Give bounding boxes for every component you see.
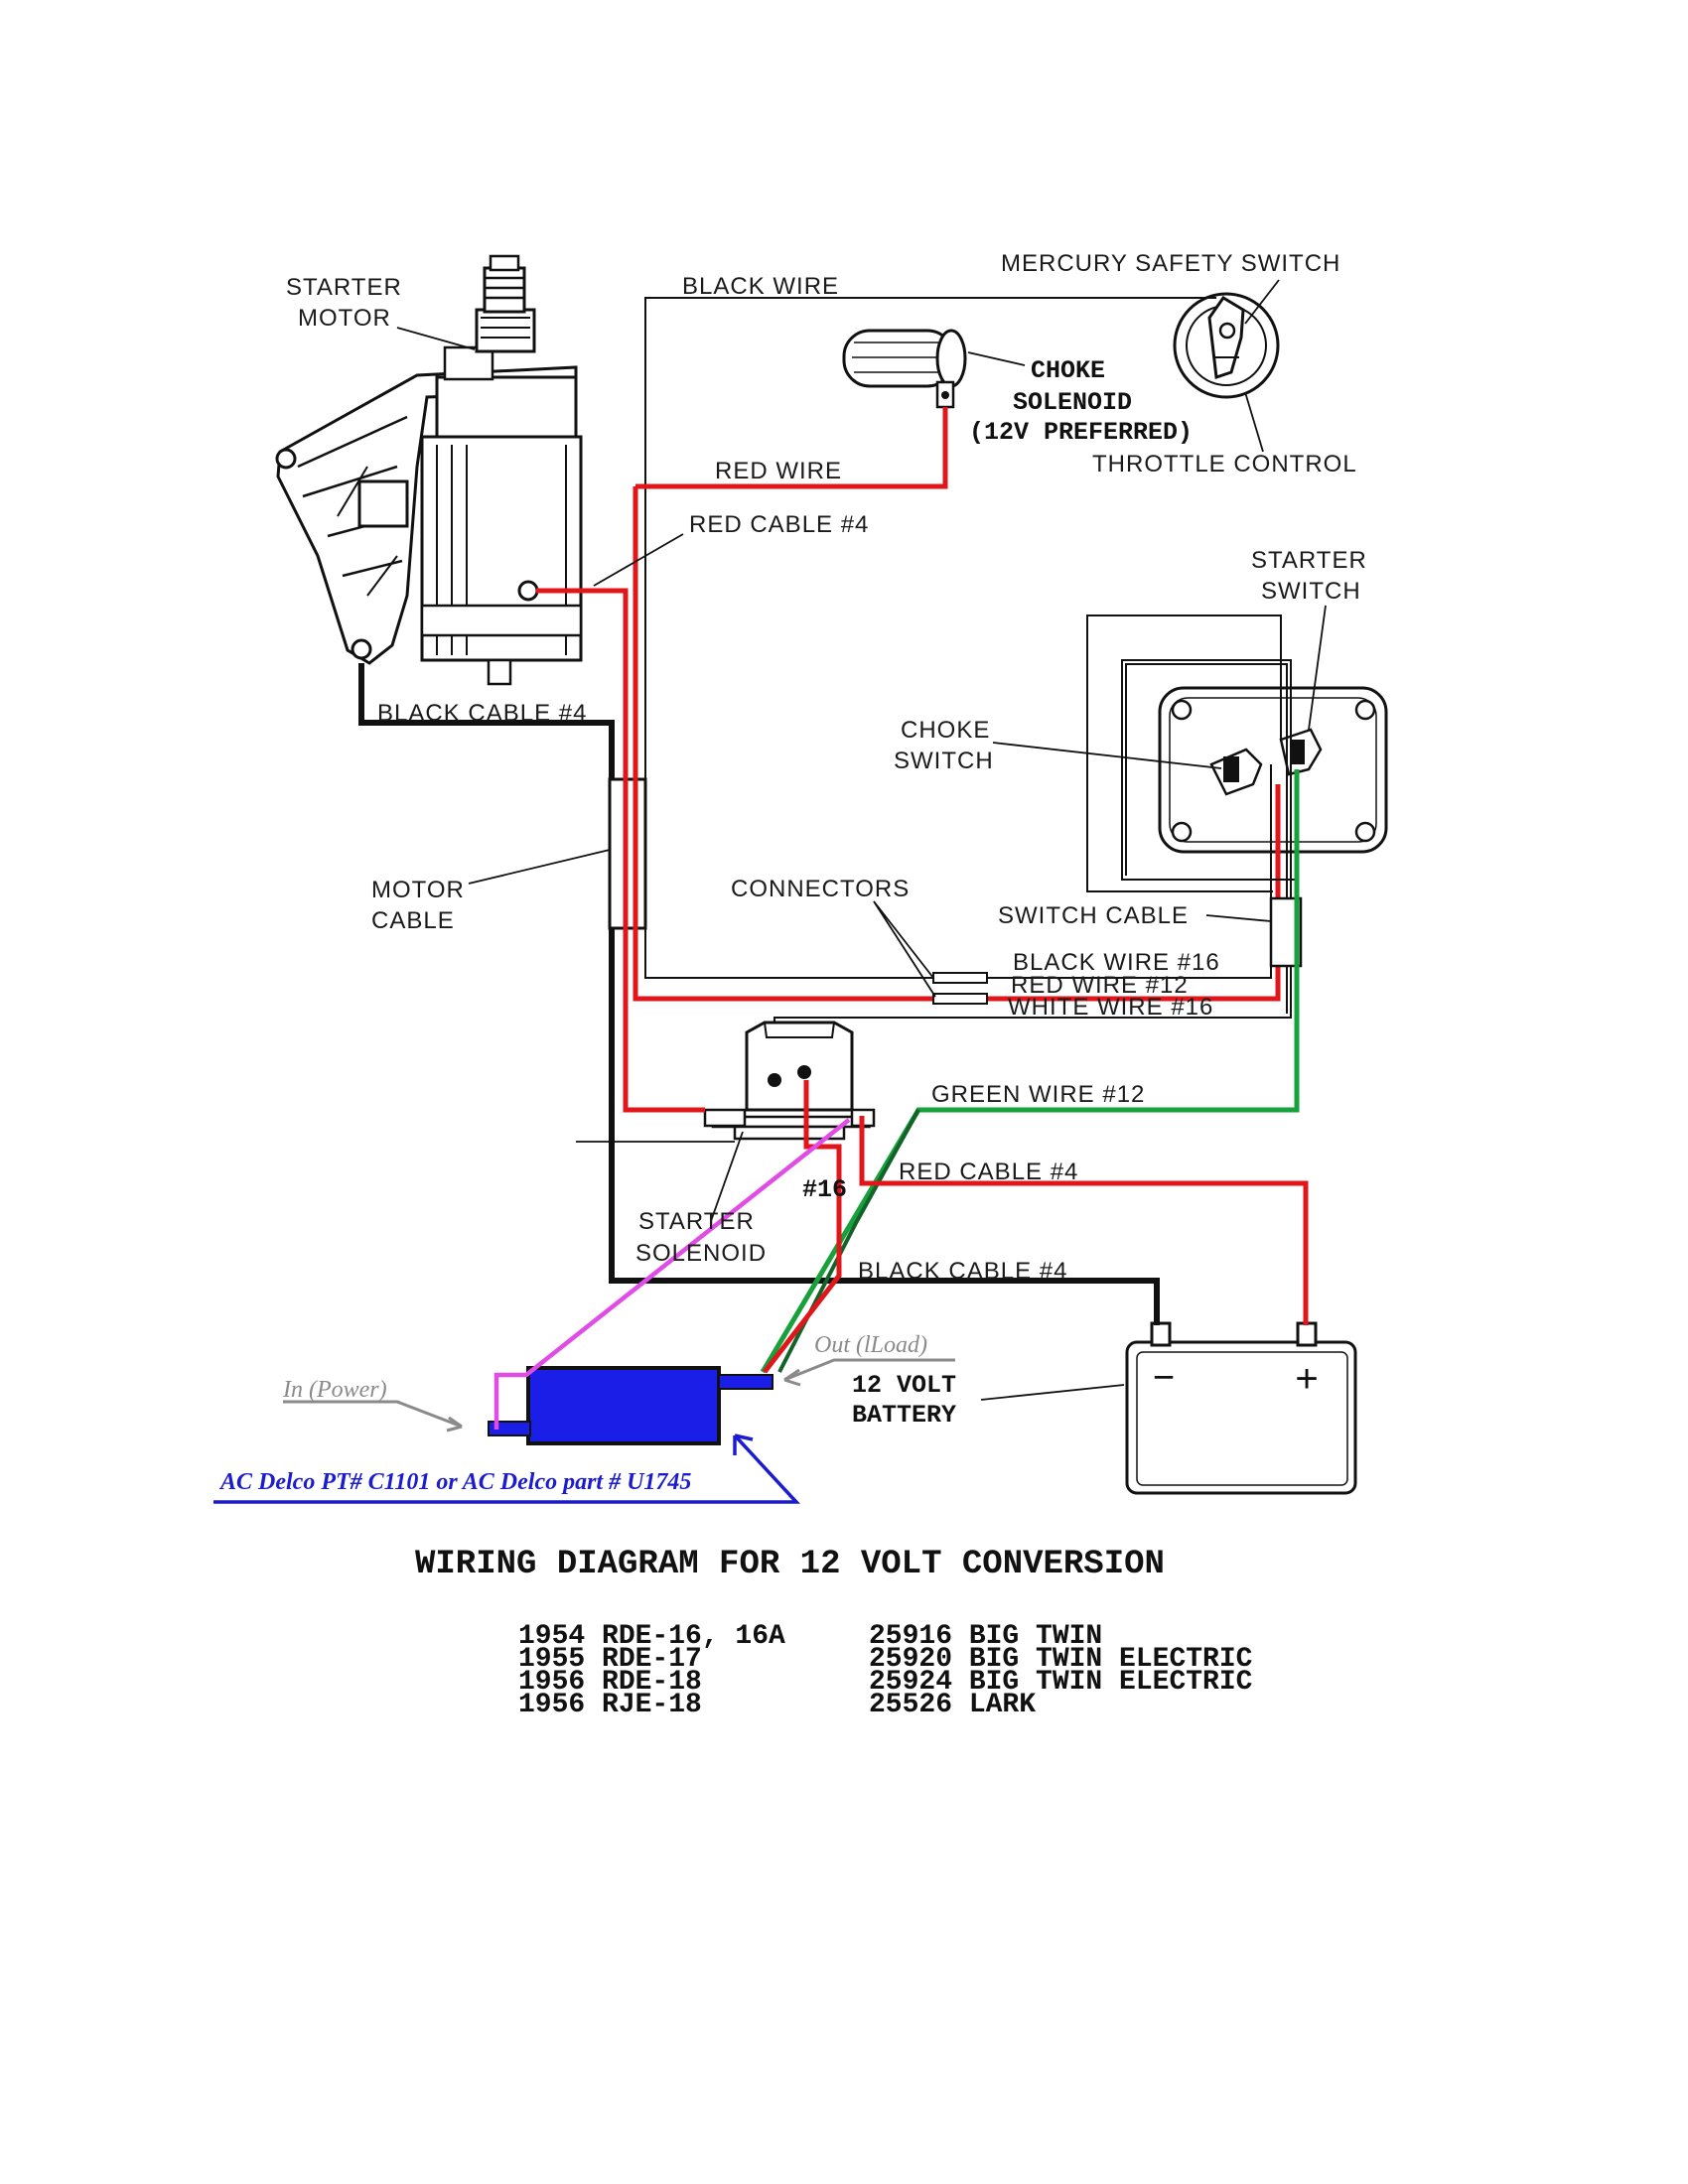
label-starter-solenoid-2: SOLENOID <box>635 1240 767 1267</box>
in-power-arrowhead <box>446 1416 463 1433</box>
label-choke: CHOKE <box>1031 356 1105 385</box>
label-starter-switch-1: STARTER <box>1251 547 1367 574</box>
label-black-wire: BLACK WIRE <box>682 273 839 300</box>
connector-1 <box>932 972 988 984</box>
model-right-2: 25920 BIG TWIN ELECTRIC <box>869 1644 1253 1675</box>
leader-starter-motor <box>396 327 476 350</box>
label-connectors: CONNECTORS <box>731 876 910 902</box>
model-right-4: 25526 LARK <box>869 1690 1036 1720</box>
leader-throttle <box>1244 391 1264 453</box>
leader-choke-switch <box>992 742 1222 769</box>
label-starter-switch-2: SWITCH <box>1261 578 1361 605</box>
choke-solenoid <box>842 329 967 409</box>
model-left-3: 1956 RDE-18 <box>518 1667 702 1698</box>
label-motor-cable-1: MOTOR <box>371 877 465 903</box>
starter-motor <box>275 254 583 686</box>
leader-connectors <box>873 900 936 998</box>
leader-battery <box>980 1384 1125 1401</box>
label-battery: BATTERY <box>852 1401 956 1430</box>
mercury-safety-switch <box>1173 292 1280 399</box>
label-solenoid: SOLENOID <box>1013 388 1132 417</box>
model-right-1: 25916 BIG TWIN <box>869 1621 1102 1652</box>
label-switch-cable: SWITCH CABLE <box>998 902 1189 929</box>
ac-delco-arrow <box>213 1433 801 1504</box>
starter-switch-panel <box>1158 686 1388 854</box>
label-white-wire-16: WHITE WIRE #16 <box>1008 994 1213 1021</box>
label-out-load: Out (lLoad) <box>814 1332 927 1358</box>
connector-2 <box>932 993 988 1005</box>
red-cable-battery <box>859 1116 1309 1325</box>
label-choke-switch-2: SWITCH <box>894 748 994 774</box>
label-12-volt: 12 VOLT <box>852 1371 956 1400</box>
white-wire-16 <box>774 659 1299 1023</box>
label-hash-16: #16 <box>802 1175 847 1204</box>
label-red-cable-top: RED CABLE #4 <box>689 511 869 538</box>
model-left-4: 1956 RJE-18 <box>518 1690 702 1720</box>
relay-module <box>488 1366 774 1445</box>
battery-plus-sign: + <box>1295 1357 1318 1401</box>
label-black-cable-top: BLACK CABLE #4 <box>377 700 587 727</box>
label-red-cable-bottom: RED CABLE #4 <box>899 1159 1078 1185</box>
leader-red-cable-top <box>593 533 684 587</box>
red-cable-motor <box>536 588 705 1113</box>
label-mercury-safety-switch: MERCURY SAFETY SWITCH <box>1001 250 1340 277</box>
label-motor-cable-2: CABLE <box>371 907 455 934</box>
white-wire-16-inner <box>1125 663 1288 1014</box>
label-starter-solenoid-1: STARTER <box>638 1208 755 1235</box>
leader-choke-solenoid <box>967 351 1026 366</box>
in-power-arrow <box>283 1400 463 1429</box>
battery-minus-sign: − <box>1153 1357 1175 1399</box>
black-cable-motor <box>358 663 1160 1325</box>
switch-cable <box>1086 614 1282 892</box>
model-left-1: 1954 RDE-16, 16A <box>518 1621 785 1652</box>
label-motor: MOTOR <box>298 305 391 332</box>
page-title: WIRING DIAGRAM FOR 12 VOLT CONVERSION <box>415 1546 1165 1583</box>
label-black-wire-16: BLACK WIRE #16 <box>1013 949 1220 976</box>
leader-mercury <box>1244 279 1280 325</box>
label-choke-switch-1: CHOKE <box>901 717 990 744</box>
label-ac-delco: AC Delco PT# C1101 or AC Delco part # U1… <box>218 1469 691 1495</box>
leader-starter-switch <box>1308 605 1327 731</box>
label-12v-preferred: (12V PREFERRED) <box>969 418 1193 447</box>
model-right-3: 25924 BIG TWIN ELECTRIC <box>869 1667 1253 1698</box>
label-black-cable-bottom: BLACK CABLE #4 <box>858 1258 1067 1285</box>
label-green-wire-12: GREEN WIRE #12 <box>931 1081 1145 1108</box>
label-red-wire-12: RED WIRE #12 <box>1011 972 1189 999</box>
leader-switch-cable <box>1205 914 1272 922</box>
magenta-wire <box>493 1118 851 1430</box>
red-wire-choke <box>635 407 948 489</box>
label-red-wire: RED WIRE <box>715 458 842 484</box>
label-in-power: In (Power) <box>282 1377 387 1403</box>
out-load-arrow <box>783 1358 955 1382</box>
battery: − + <box>1125 1321 1357 1495</box>
out-load-arrowhead <box>783 1368 801 1387</box>
leader-starter-solenoid <box>710 1131 744 1222</box>
label-throttle-control: THROTTLE CONTROL <box>1092 451 1357 478</box>
red-wire-hash16 <box>763 1080 842 1374</box>
leader-motor-cable <box>468 849 611 885</box>
starter-solenoid <box>703 1021 876 1141</box>
ac-delco-arrowhead <box>733 1433 754 1455</box>
label-starter: STARTER <box>286 274 402 301</box>
model-left-2: 1955 RDE-17 <box>518 1644 702 1675</box>
